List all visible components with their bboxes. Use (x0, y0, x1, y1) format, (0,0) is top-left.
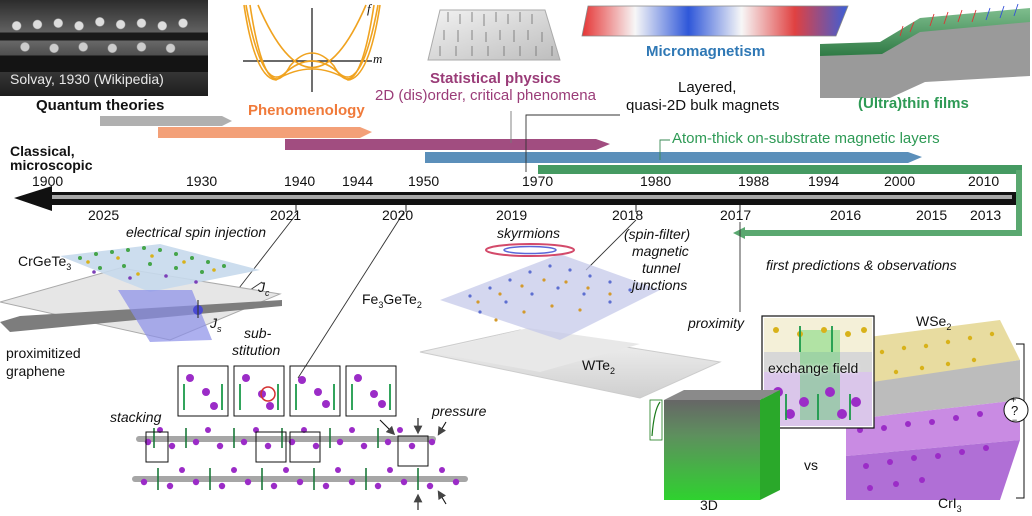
year-bottom: 2018 (612, 207, 644, 223)
substitution-panels (177, 365, 397, 417)
stacking-lattice (132, 418, 468, 510)
year-top: 2000 (884, 173, 916, 189)
year-top: 1944 (342, 173, 374, 189)
wte-label: WTe2 (582, 357, 616, 376)
year-top: 1988 (738, 173, 770, 189)
classical-label-line2: microscopic (10, 157, 93, 173)
year-bottom: 2015 (916, 207, 948, 223)
js-label: Js (210, 315, 222, 334)
fegete-wte-heterostructure (419, 243, 722, 399)
era-thinfilms-title: (Ultra)thin films (858, 95, 969, 112)
era-quantum-title: Quantum theories (36, 97, 165, 114)
mtj-label-line1: (spin-filter) (624, 226, 691, 242)
era-statistical-title: Statistical physics (430, 70, 561, 87)
substitution-label-line1: sub- (244, 325, 272, 341)
year-top: 1940 (284, 173, 316, 189)
year-top: 1980 (640, 173, 672, 189)
year-top: 1900 (32, 173, 64, 189)
proximitized-label-line2: graphene (6, 363, 66, 379)
bulk-3d-label: 3D (700, 497, 718, 513)
stacking-label: stacking (110, 409, 162, 425)
year-bottom: 2025 (88, 207, 120, 223)
exchange-field-inset (761, 315, 875, 429)
plus-sign: + (1011, 395, 1017, 405)
atom-thick-label: Atom-thick on-substrate magnetic layers (672, 130, 940, 147)
mtj-label-line2: magnetic (632, 243, 689, 259)
question-mark: ? (1011, 403, 1019, 418)
year-bottom: 2016 (830, 207, 862, 223)
crgete-label: CrGeTe3 (18, 253, 72, 272)
proximity-label: proximity (688, 315, 745, 331)
era-micromagnetism-title: Micromagnetism (646, 43, 766, 60)
proximitized-label-line1: proximitized (6, 345, 81, 361)
mtj-label-line4: junctions (632, 277, 688, 293)
plot-axis-f: f (367, 1, 371, 16)
fegete-label: Fe3GeTe2 (362, 291, 422, 310)
year-bottom: 2017 (720, 207, 752, 223)
era-phenomenology-title: Phenomenology (248, 102, 365, 119)
classical-label-line1: Classical, (10, 143, 75, 159)
substitution-label-line2: stitution (232, 342, 281, 358)
skyrmions-label: skyrmions (497, 225, 561, 241)
year-top: 1930 (186, 173, 218, 189)
timeline-arrow (14, 186, 1016, 211)
year-bottom: 2019 (496, 207, 528, 223)
plot-axis-m: m (373, 51, 383, 66)
free-energy-plot (243, 4, 381, 92)
cri-label: CrI3 (938, 495, 962, 514)
photo-caption: Solvay, 1930 (Wikipedia) (10, 71, 164, 87)
layered-label-line2: quasi-2D bulk magnets (626, 97, 780, 114)
mtj-label-line3: tunnel (642, 260, 681, 276)
year-top: 1970 (522, 173, 554, 189)
year-top: 2010 (968, 173, 1000, 189)
photo-people (0, 6, 208, 72)
year-top: 1994 (808, 173, 840, 189)
spin-sheet (427, 9, 561, 61)
bulk-3d-block (649, 390, 780, 500)
wse-label: WSe2 (916, 313, 952, 332)
vs-label: vs (804, 457, 818, 473)
year-bottom: 2021 (270, 207, 302, 223)
thin-film-step (820, 3, 1030, 98)
crgete-graphene-device (0, 244, 282, 342)
solvay-photo: Solvay, 1930 (Wikipedia) (0, 0, 208, 96)
pressure-label: pressure (432, 403, 487, 419)
layered-label-line1: Layered, (678, 79, 737, 96)
first-predictions-label: first predictions & observations (766, 257, 957, 273)
year-top: 1950 (408, 173, 440, 189)
exchange-field-label: exchange field (768, 360, 859, 376)
electrical-spin-injection-label: electrical spin injection (126, 224, 267, 240)
jc-label: Jc (258, 279, 270, 298)
year-bottom: 2013 (970, 207, 1002, 223)
era-bars (100, 116, 1022, 174)
minus-sign: − (1012, 415, 1018, 425)
era-statistical-subtitle: 2D (dis)order, critical phenomena (375, 87, 596, 104)
micromagnetic-domain-bar (581, 5, 849, 37)
proximity-heterostructure (846, 320, 1029, 500)
year-bottom: 2020 (382, 207, 414, 223)
